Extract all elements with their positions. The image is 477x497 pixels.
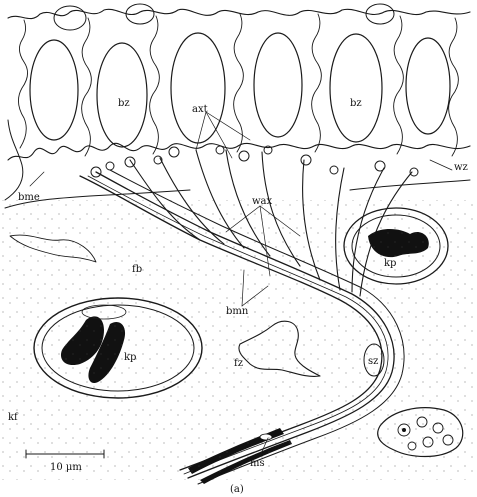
label-ms: ms (250, 458, 265, 469)
label-bz-right: bz (350, 98, 362, 109)
label-wz: wz (454, 162, 468, 173)
label-fb: fb (132, 264, 142, 275)
label-bmn: bmn (226, 306, 249, 317)
label-wax: wax (252, 196, 273, 207)
figure-caption: (a) (230, 484, 244, 495)
epithelium-layer (5, 4, 470, 208)
scale-bar-label: 10 μm (50, 462, 82, 473)
label-bz-left: bz (118, 98, 130, 109)
label-fz: fz (234, 358, 243, 369)
label-kp-left: kp (124, 352, 136, 363)
label-kp-right: kp (384, 258, 396, 269)
label-axt: axt (192, 104, 208, 115)
label-sz: sz (368, 356, 378, 367)
label-kf: kf (8, 412, 19, 423)
label-bme: bme (18, 192, 40, 203)
